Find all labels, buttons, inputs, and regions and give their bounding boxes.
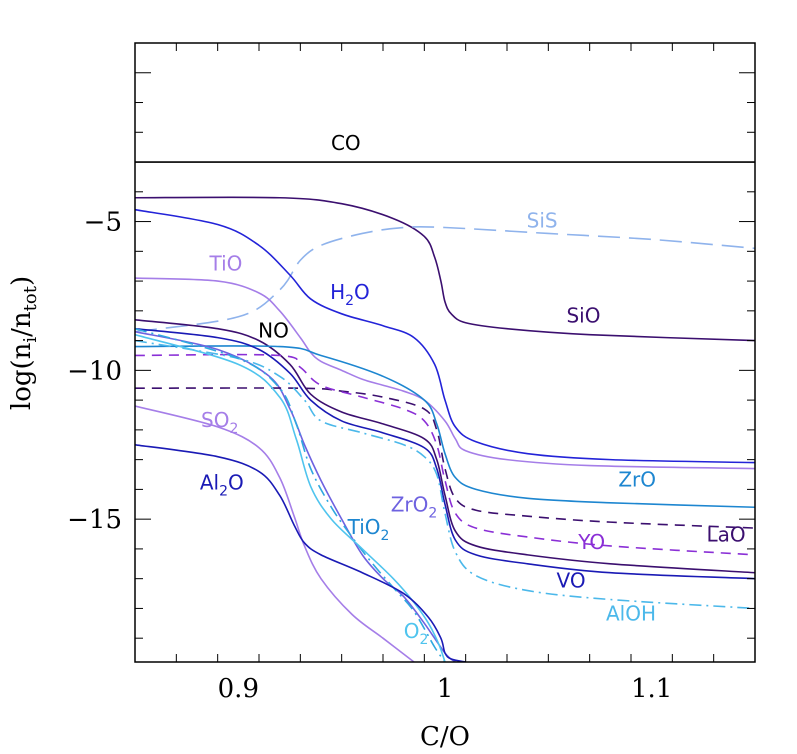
series-label-zro: ZrO2	[391, 493, 438, 522]
series-line-lao	[135, 387, 755, 529]
series-label-al-o: Al2O	[200, 470, 244, 499]
series-label-no: NO	[258, 319, 289, 343]
y-axis-label: log(ni/ntot)	[7, 276, 41, 410]
series-label-main: O	[404, 619, 420, 643]
y-tick-label: −10	[67, 356, 122, 386]
series-label-sub: 2	[428, 506, 437, 522]
series-label-so: SO2	[201, 408, 238, 437]
series-line-sio	[135, 196, 755, 342]
y-axis-label-sub1: i	[20, 337, 41, 343]
series-line-zro	[135, 345, 755, 509]
series-label-vo: VO	[557, 569, 586, 593]
series-label-o: O2	[404, 619, 429, 648]
series-group	[135, 161, 755, 662]
series-label-sio: SiO	[566, 304, 600, 328]
series-label-tail: O	[228, 470, 244, 494]
series-label-sub: 2	[229, 421, 238, 437]
series-line-yo	[135, 353, 755, 556]
series-label-lao: LaO	[706, 522, 745, 546]
plot-frame	[134, 42, 756, 663]
series-labels-group: COSiOSiSH2OTiONOZrOZrO2LaOYOVOAlOHTiO2O2…	[200, 131, 746, 648]
x-tick-label: 0.9	[218, 674, 259, 704]
x-tick-label: 1	[437, 674, 454, 704]
y-axis-label-sub2: tot	[20, 285, 41, 311]
series-line-vo	[135, 327, 755, 580]
series-label-main: TiO	[347, 515, 381, 539]
series-label-main: ZrO	[391, 493, 429, 517]
series-label-aloh: AlOH	[606, 601, 656, 625]
series-line-o	[135, 333, 446, 662]
x-tick-label: 1.1	[631, 674, 672, 704]
series-label-sis: SiS	[527, 209, 558, 233]
series-label-main: Al	[200, 470, 219, 494]
series-label-main: H	[330, 280, 345, 304]
series-label-tio: TiO2	[347, 515, 390, 544]
series-label-main: SO	[201, 408, 229, 432]
series-line-al-o	[135, 443, 466, 662]
series-line-no	[135, 318, 755, 574]
series-label-sub: 2	[381, 528, 390, 544]
ticks-group	[134, 43, 756, 662]
y-tick-label: −15	[67, 505, 122, 535]
series-label-sub: 2	[219, 483, 228, 499]
series-line-tio	[135, 277, 755, 470]
y-axis-label-mid: /n	[7, 311, 37, 337]
series-label-h-o: H2O	[330, 280, 370, 309]
tick-labels-group: 0.9 1 1.1 −5 −10 −15	[67, 208, 672, 704]
x-axis-label: C/O	[420, 722, 470, 752]
series-label-tio: TiO	[208, 252, 242, 276]
series-line-zro	[135, 330, 456, 662]
y-tick-label: −5	[84, 208, 122, 238]
series-label-yo: YO	[577, 530, 605, 554]
series-label-sub: 2	[345, 293, 354, 309]
y-axis-label-pre: log(n	[7, 342, 37, 410]
y-axis-label-post: )	[7, 276, 37, 286]
series-label-zro: ZrO	[618, 467, 656, 491]
series-label-co: CO	[331, 131, 361, 155]
series-label-sub: 2	[419, 632, 428, 648]
series-label-tail: O	[354, 280, 370, 304]
series-line-aloh	[135, 339, 755, 610]
series-line-sis	[135, 225, 755, 333]
series-line-h-o	[135, 208, 755, 464]
series-line-so	[135, 405, 415, 662]
